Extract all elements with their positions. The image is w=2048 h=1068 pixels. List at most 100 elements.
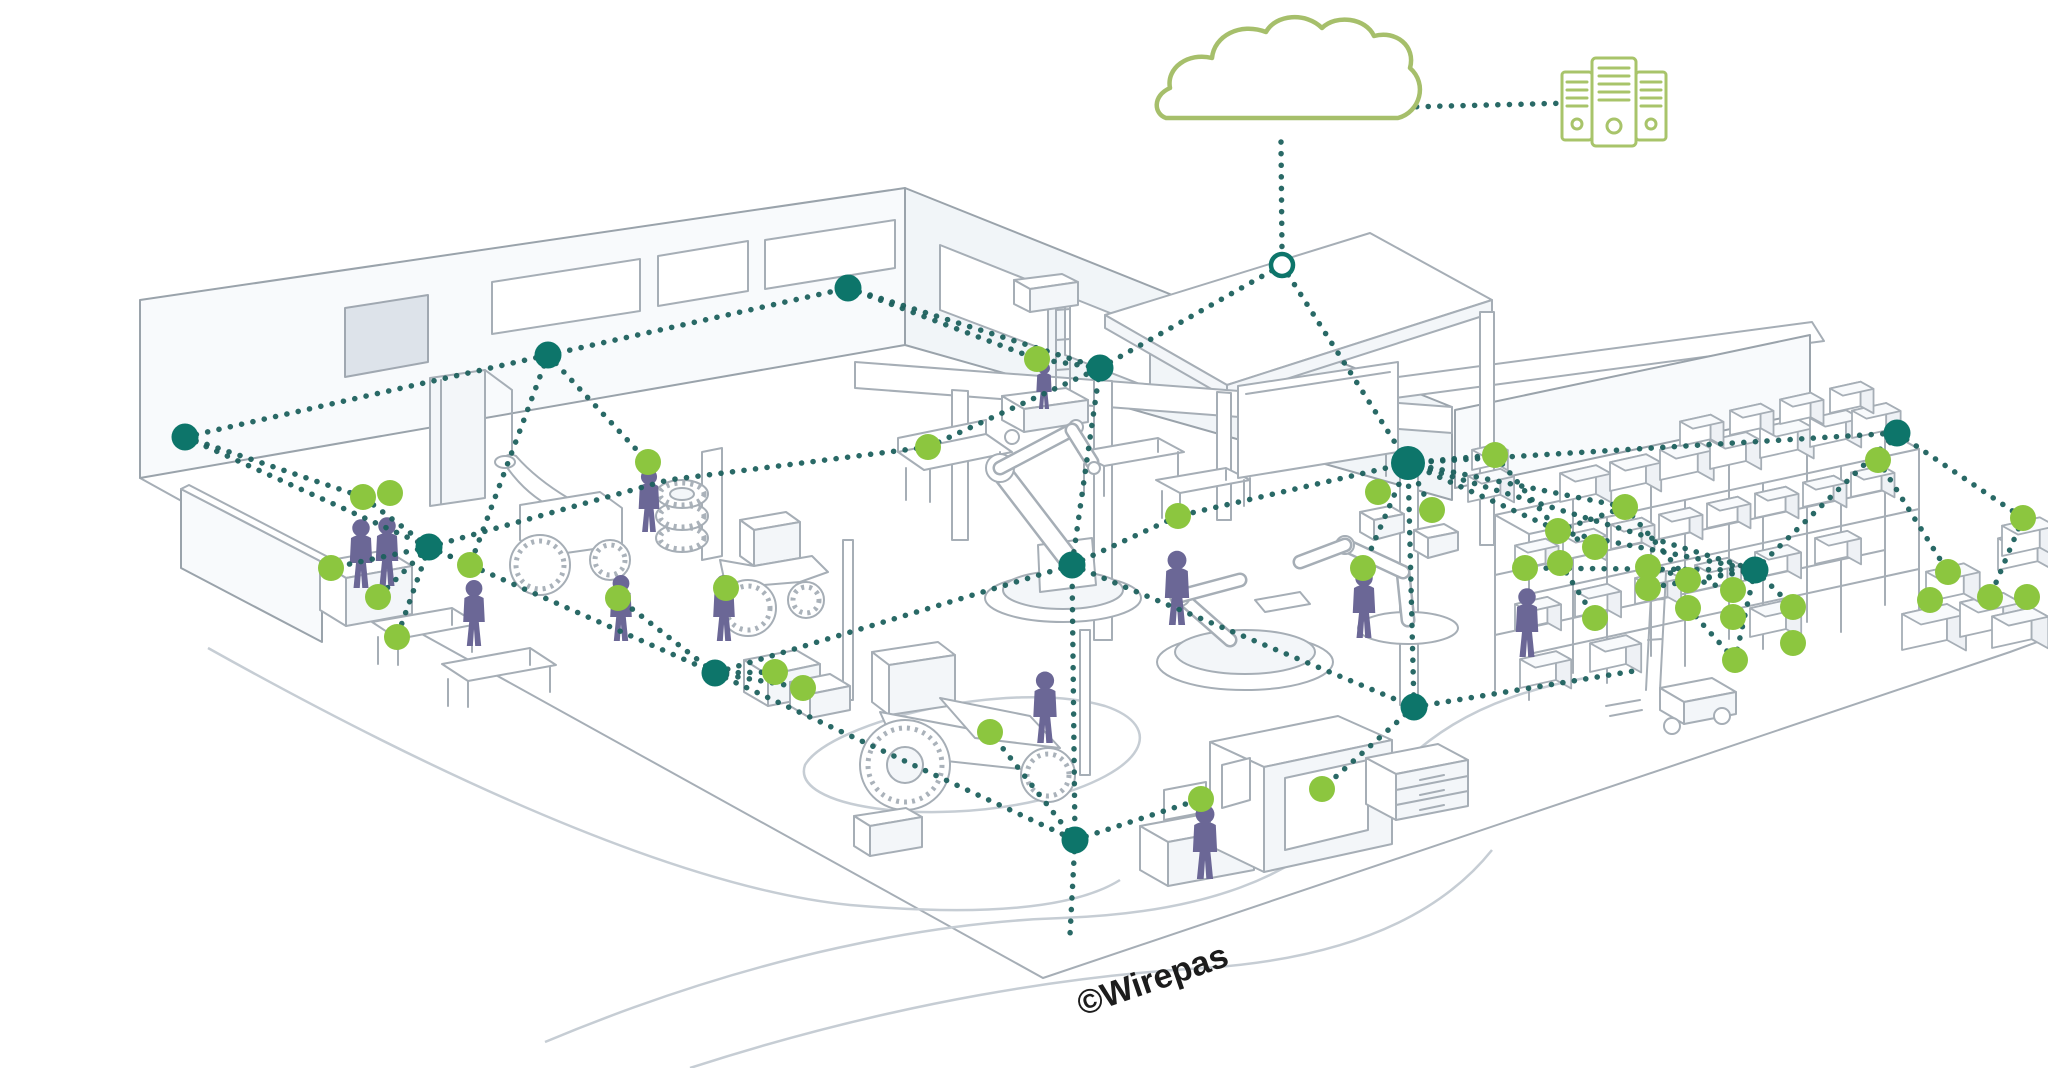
sensor-node [762, 659, 788, 685]
window [764, 219, 896, 290]
mesh-link [1175, 460, 1411, 519]
floor-walkway-line [207, 646, 1121, 912]
sensor-node [1865, 447, 1891, 473]
sensor-node [915, 434, 941, 460]
sensor-node [1365, 479, 1391, 505]
mesh-link [1069, 513, 1181, 568]
stored-box-top [1706, 495, 1752, 512]
mesh-link [1097, 262, 1285, 371]
sensor-node [1350, 555, 1376, 581]
sensor-node [1780, 630, 1806, 656]
stored-box-top [1991, 606, 2048, 627]
mesh-link [615, 595, 718, 676]
router-node [1883, 419, 1911, 447]
mesh-link [1411, 667, 1643, 710]
router-hub-node [1391, 446, 1425, 480]
sensor-node [377, 480, 403, 506]
router-node [1058, 551, 1086, 579]
floor-pole [842, 539, 854, 701]
mesh-link [1492, 452, 1561, 534]
mesh-link [1894, 430, 2026, 521]
column [1216, 391, 1232, 521]
tire-stack [655, 447, 723, 561]
router-node [1400, 693, 1428, 721]
gateway-ring-icon [1268, 251, 1296, 279]
mesh-link [845, 285, 1103, 371]
sensor-node [2010, 505, 2036, 531]
sensor-node [1547, 550, 1573, 576]
sensor-node [713, 575, 739, 601]
mesh-link [1360, 460, 1411, 571]
mesh-link [987, 729, 1078, 843]
mesh-link [360, 494, 432, 550]
whiteboard-panel [1237, 361, 1399, 501]
sensor-node [1545, 518, 1571, 544]
sensor-node [1612, 494, 1638, 520]
mesh-link [182, 434, 366, 500]
sensor-node [1512, 555, 1538, 581]
mesh-link [1067, 837, 1078, 938]
mesh-link [712, 562, 1075, 676]
doorway [429, 369, 486, 507]
server-icon [1560, 56, 1668, 148]
sensor-node [1188, 786, 1214, 812]
router-node [701, 659, 729, 687]
mesh-link [328, 544, 432, 571]
mesh-link [1405, 460, 1758, 573]
sensor-node [1917, 587, 1943, 613]
sensor-node [1309, 776, 1335, 802]
harvester-machine [494, 453, 631, 596]
sensor-node [1780, 594, 1806, 620]
stored-box-top [1729, 402, 1775, 419]
drawer-cabinet [1365, 743, 1469, 821]
stored-box-top [1814, 529, 1862, 547]
mesh-link [1279, 262, 1411, 466]
stored-box-top [1519, 650, 1573, 669]
door-leaf [440, 369, 513, 505]
stored-box-top [1467, 467, 1515, 485]
mesh-link [712, 670, 806, 691]
sensor-node [1977, 584, 2003, 610]
robot-turntable [1156, 572, 1334, 691]
stored-box-top [1658, 506, 1704, 523]
router-node [834, 274, 862, 302]
sensor-node [1635, 554, 1661, 580]
mesh-link [182, 434, 432, 550]
sensor-node [1722, 647, 1748, 673]
stored-box-top [1679, 413, 1725, 430]
mesh-link [1402, 100, 1575, 110]
sensor-node [2014, 584, 2040, 610]
sensor-node [1582, 605, 1608, 631]
sensor-node [1720, 577, 1746, 603]
sensor-node [977, 719, 1003, 745]
mesh-link [1622, 504, 1691, 583]
mesh-link [1875, 457, 1951, 575]
column [951, 389, 969, 541]
mesh-link [1405, 460, 1598, 550]
workbench [441, 647, 557, 708]
cloud-icon [1154, 14, 1423, 121]
mesh-link [1278, 139, 1285, 255]
mesh-link [845, 285, 1040, 362]
sensor-node [318, 555, 344, 581]
mesh-link [545, 352, 651, 465]
sensor-node [1582, 534, 1608, 560]
mesh-link [1069, 562, 1417, 710]
reach-truck [1605, 572, 1737, 735]
mesh-link [712, 670, 1078, 843]
sensor-node [1635, 575, 1661, 601]
sensor-node [635, 449, 661, 475]
mesh-link [1405, 460, 1628, 510]
window [491, 258, 641, 335]
sensor-node [384, 624, 410, 650]
router-node [534, 341, 562, 369]
mesh-link [1405, 452, 1498, 466]
mesh-nodes-layer [171, 251, 2040, 854]
wall-screen-panel [344, 294, 429, 378]
road-edge-2 [689, 849, 1493, 1068]
router-node [171, 423, 199, 451]
sensor-node [1720, 604, 1746, 630]
floor-pole [1079, 629, 1091, 776]
sensor-node [1935, 559, 1961, 585]
